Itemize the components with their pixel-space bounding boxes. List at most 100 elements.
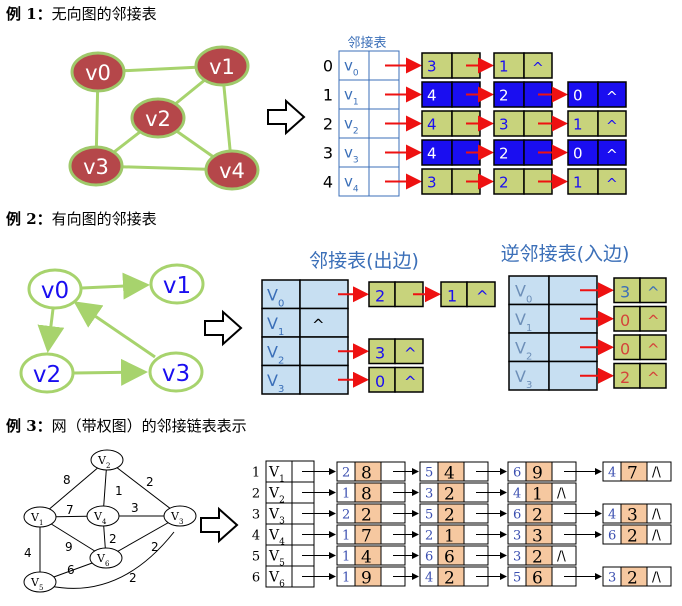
node-v1 <box>149 263 205 305</box>
node-v5 <box>23 571 57 593</box>
edge-weight-value: 9 <box>361 569 372 589</box>
node-label-v1: v1 <box>209 55 235 79</box>
node-label-v2: v2 <box>33 362 61 388</box>
list-node-value: 1 <box>573 116 583 134</box>
out-table-title: 邻接表(出边) <box>309 250 419 272</box>
edge-9 <box>105 515 181 559</box>
vertex-label: V2 <box>515 338 532 362</box>
node-v3 <box>68 145 124 187</box>
list-node-next <box>646 503 672 524</box>
list-node-data <box>567 81 599 108</box>
edge-weight-value: 9 <box>532 464 543 484</box>
list-node-value: 3 <box>499 116 509 134</box>
node-label: V4 <box>93 510 107 526</box>
adj-vertex: 4 <box>608 466 616 481</box>
edge-v3-v0 <box>73 301 156 359</box>
list-node-value: 2 <box>620 368 630 387</box>
null-mark: /\ <box>652 466 661 481</box>
adj-vertex: 1 <box>342 487 350 502</box>
vertex-cell <box>508 303 550 334</box>
vertex-label: v1 <box>344 86 359 108</box>
row-index: 6 <box>252 571 260 586</box>
adj-vertex: 6 <box>513 466 521 481</box>
list-node-next <box>639 277 667 304</box>
node-v1 <box>23 506 57 528</box>
edge-weight: 3 <box>131 501 139 515</box>
list-node-data <box>567 139 599 166</box>
example-3-title: 例 3：网（带权图）的邻接链表表示 <box>6 417 247 435</box>
edge-weight-value: 2 <box>444 485 455 505</box>
adj-vertex: 6 <box>513 508 521 523</box>
row-index: 2 <box>252 487 260 502</box>
adj-vertex: 2 <box>342 508 350 523</box>
edge-1 <box>106 459 181 517</box>
edge-weight-value: 7 <box>361 527 372 547</box>
vertex-label: V1 <box>515 310 532 334</box>
node-v2 <box>130 97 186 139</box>
edge-weight-value: 2 <box>532 548 543 568</box>
edge-weight: 2 <box>146 475 154 489</box>
list-node-value: 4 <box>427 116 437 134</box>
row-index: 1 <box>323 86 333 105</box>
vertex-label: V3 <box>515 367 532 391</box>
list-node-value: 2 <box>499 174 509 192</box>
list-node-data <box>613 305 641 332</box>
edge-v0-v2 <box>37 308 65 353</box>
edge-weight: 1 <box>115 484 123 498</box>
vertex-label: V3 <box>268 507 285 527</box>
list-node-value: 1 <box>499 58 509 76</box>
edge-weight: 8 <box>63 473 71 487</box>
edge-weight-value: 2 <box>627 569 638 589</box>
node-label: V1 <box>30 511 43 527</box>
list-node-next <box>597 110 627 137</box>
adj-vertex: 5 <box>425 466 433 481</box>
vertex-label: V6 <box>268 570 285 590</box>
list-node-next <box>639 305 667 332</box>
edge-weight-value: 3 <box>627 506 638 526</box>
list-node-value: 0 <box>620 339 630 358</box>
hollow-arrow <box>200 506 239 544</box>
null-mark: ^ <box>404 373 417 391</box>
edge-weight-value: 2 <box>627 527 638 547</box>
list-node-next <box>597 81 627 108</box>
node-label: V2 <box>97 454 110 470</box>
node-v4 <box>204 149 260 191</box>
edge-weight: 4 <box>24 546 32 560</box>
adj-vertex: 3 <box>513 550 521 565</box>
adj-vertex: 6 <box>425 550 433 565</box>
adj-vertex: 3 <box>608 571 616 586</box>
table-header: 邻接表 <box>347 35 386 51</box>
edge-0 <box>39 459 108 518</box>
node-v3 <box>163 505 197 527</box>
edge-weight: 2 <box>129 571 137 585</box>
example-2-title: 例 2：有向图的邻接表 <box>6 210 157 228</box>
list-node-value: 1 <box>447 286 457 305</box>
adj-vertex: 3 <box>425 487 433 502</box>
list-node-value: 2 <box>499 145 509 163</box>
node-label-v1: v1 <box>163 273 191 299</box>
list-node-next <box>394 366 424 393</box>
edge-weight-value: 2 <box>444 569 455 589</box>
adj-vertex: 2 <box>342 466 350 481</box>
node-label-v0: v0 <box>41 278 69 304</box>
node-label-v2: v2 <box>145 107 171 131</box>
vertex-label: V3 <box>267 371 284 395</box>
null-mark: ^ <box>647 283 660 301</box>
vertex-label: V1 <box>268 465 285 485</box>
vertex-cell <box>261 364 301 395</box>
edge-weight-value: 4 <box>361 548 372 568</box>
list-node-value: 0 <box>573 145 583 163</box>
adj-vertex: 1 <box>342 529 350 544</box>
list-node-next <box>394 338 424 365</box>
edge-weight-value: 8 <box>361 464 372 484</box>
list-node-data <box>613 334 641 361</box>
null-mark: /\ <box>557 487 566 502</box>
null-mark: ^ <box>532 61 544 77</box>
null-mark: ^ <box>647 369 660 387</box>
null-mark: ^ <box>606 177 618 193</box>
list-node-next <box>551 545 577 566</box>
node-v6 <box>89 547 123 569</box>
list-node-value: 0 <box>620 311 630 330</box>
